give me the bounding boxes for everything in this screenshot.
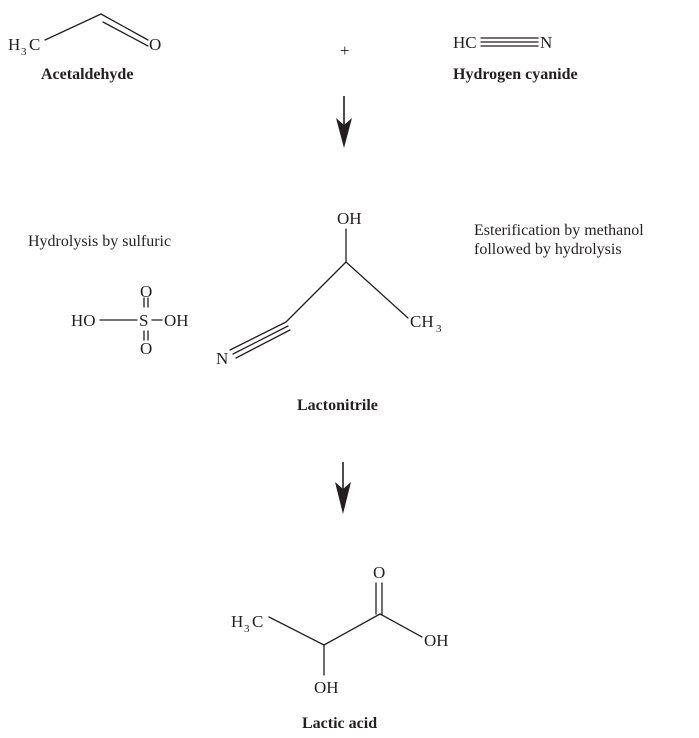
acetaldehyde-co-bond-1 — [100, 13, 149, 41]
lactonitrile-label: Lactonitrile — [297, 397, 378, 414]
lactonitrile-structure: OH N CH 3 — [216, 209, 442, 368]
lactic-methyl-subscript: 3 — [244, 623, 250, 635]
acetaldehyde-methyl-subscript: 3 — [21, 46, 27, 58]
lactic-acid-structure: H 3 C OH O OH — [231, 563, 449, 697]
sulfuric-acid-structure: O HO S OH O — [71, 282, 189, 358]
lactonitrile-cn-triple-3 — [235, 329, 291, 359]
down-arrow-icon — [336, 96, 352, 148]
hcn-n: N — [540, 33, 552, 52]
acetaldehyde-methyl-h: H — [8, 35, 20, 54]
lactonitrile-n: N — [216, 349, 228, 368]
lactonitrile-oh: OH — [337, 209, 362, 228]
hcn-hc: HC — [453, 33, 477, 52]
acetaldehyde-co-bond-2 — [102, 21, 149, 47]
lactic-carbonyl-o: O — [373, 563, 385, 582]
hydrogen-cyanide-structure: HC N Hydrogen cyanide — [453, 33, 578, 83]
lactonitrile-cn-triple-2 — [232, 325, 289, 355]
acetaldehyde-methyl-c: C — [29, 35, 40, 54]
plus-sign: + — [340, 41, 350, 60]
lactonitrile-methyl-subscript: 3 — [436, 323, 442, 335]
lactonitrile-cn-triple-1 — [229, 321, 287, 351]
sulfuric-s: S — [139, 311, 148, 330]
lactic-methyl-alpha-bond — [268, 616, 325, 646]
lactic-acid-label: Lactic acid — [302, 715, 377, 732]
sulfuric-o-bottom: O — [140, 339, 152, 358]
esterification-note-line2: followed by hydrolysis — [474, 241, 622, 258]
acetaldehyde-cc-bond — [44, 13, 102, 41]
lactic-acid-oh: OH — [424, 631, 449, 650]
lactic-methyl-c: C — [252, 612, 263, 631]
lactic-acid-oh-bond — [379, 613, 423, 638]
lactic-alpha-carboxyl-bond — [323, 613, 381, 646]
esterification-note-line1: Esterification by methanol — [474, 222, 644, 239]
lactonitrile-methyl-c: CH — [410, 312, 434, 331]
lactic-methyl-h: H — [231, 612, 243, 631]
lactic-alpha-oh: OH — [314, 678, 339, 697]
lactonitrile-c-methyl-bond — [345, 261, 409, 319]
sulfuric-ho: HO — [71, 311, 96, 330]
acetaldehyde-structure: H 3 C O Acetaldehyde — [8, 13, 161, 83]
acetaldehyde-label: Acetaldehyde — [41, 66, 133, 83]
sulfuric-oh: OH — [164, 311, 189, 330]
lactonitrile-c-c-nitrile-bond — [285, 261, 347, 323]
hydrolysis-note: Hydrolysis by sulfuric — [28, 233, 171, 250]
sulfuric-o-top: O — [140, 282, 152, 301]
acetaldehyde-oxygen: O — [149, 35, 161, 54]
hydrogen-cyanide-label: Hydrogen cyanide — [453, 66, 578, 83]
down-arrow-icon — [335, 462, 351, 514]
